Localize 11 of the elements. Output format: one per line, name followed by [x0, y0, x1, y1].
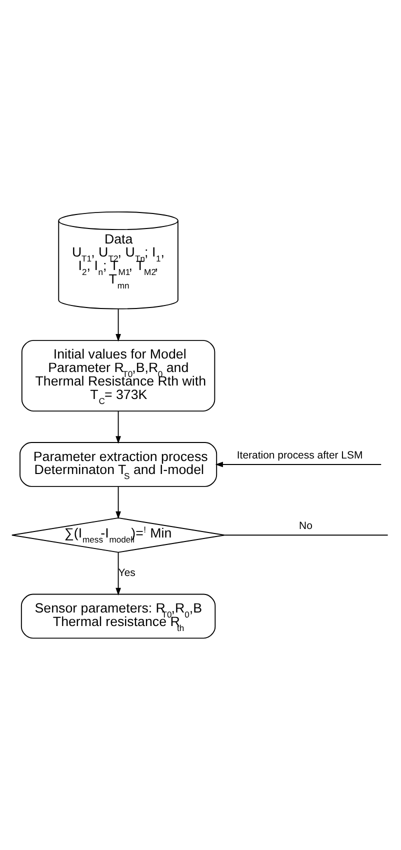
edge-label: Iteration process after LSM [236, 450, 363, 462]
node-diamond: ∑(I$_{mess}$-I$_{modell}$)=$^{!}$ Min [11, 517, 226, 553]
node-box: Parameter extraction process Determinaton T$_{S}$ and I-model [20, 442, 218, 487]
arrow [116, 410, 121, 444]
arrow [215, 462, 382, 468]
connector [224, 534, 388, 536]
edge-label: Yes [118, 568, 136, 579]
arrow [116, 486, 121, 520]
edge-label: No [299, 521, 312, 532]
arrow [116, 552, 121, 596]
arrow [116, 308, 121, 342]
